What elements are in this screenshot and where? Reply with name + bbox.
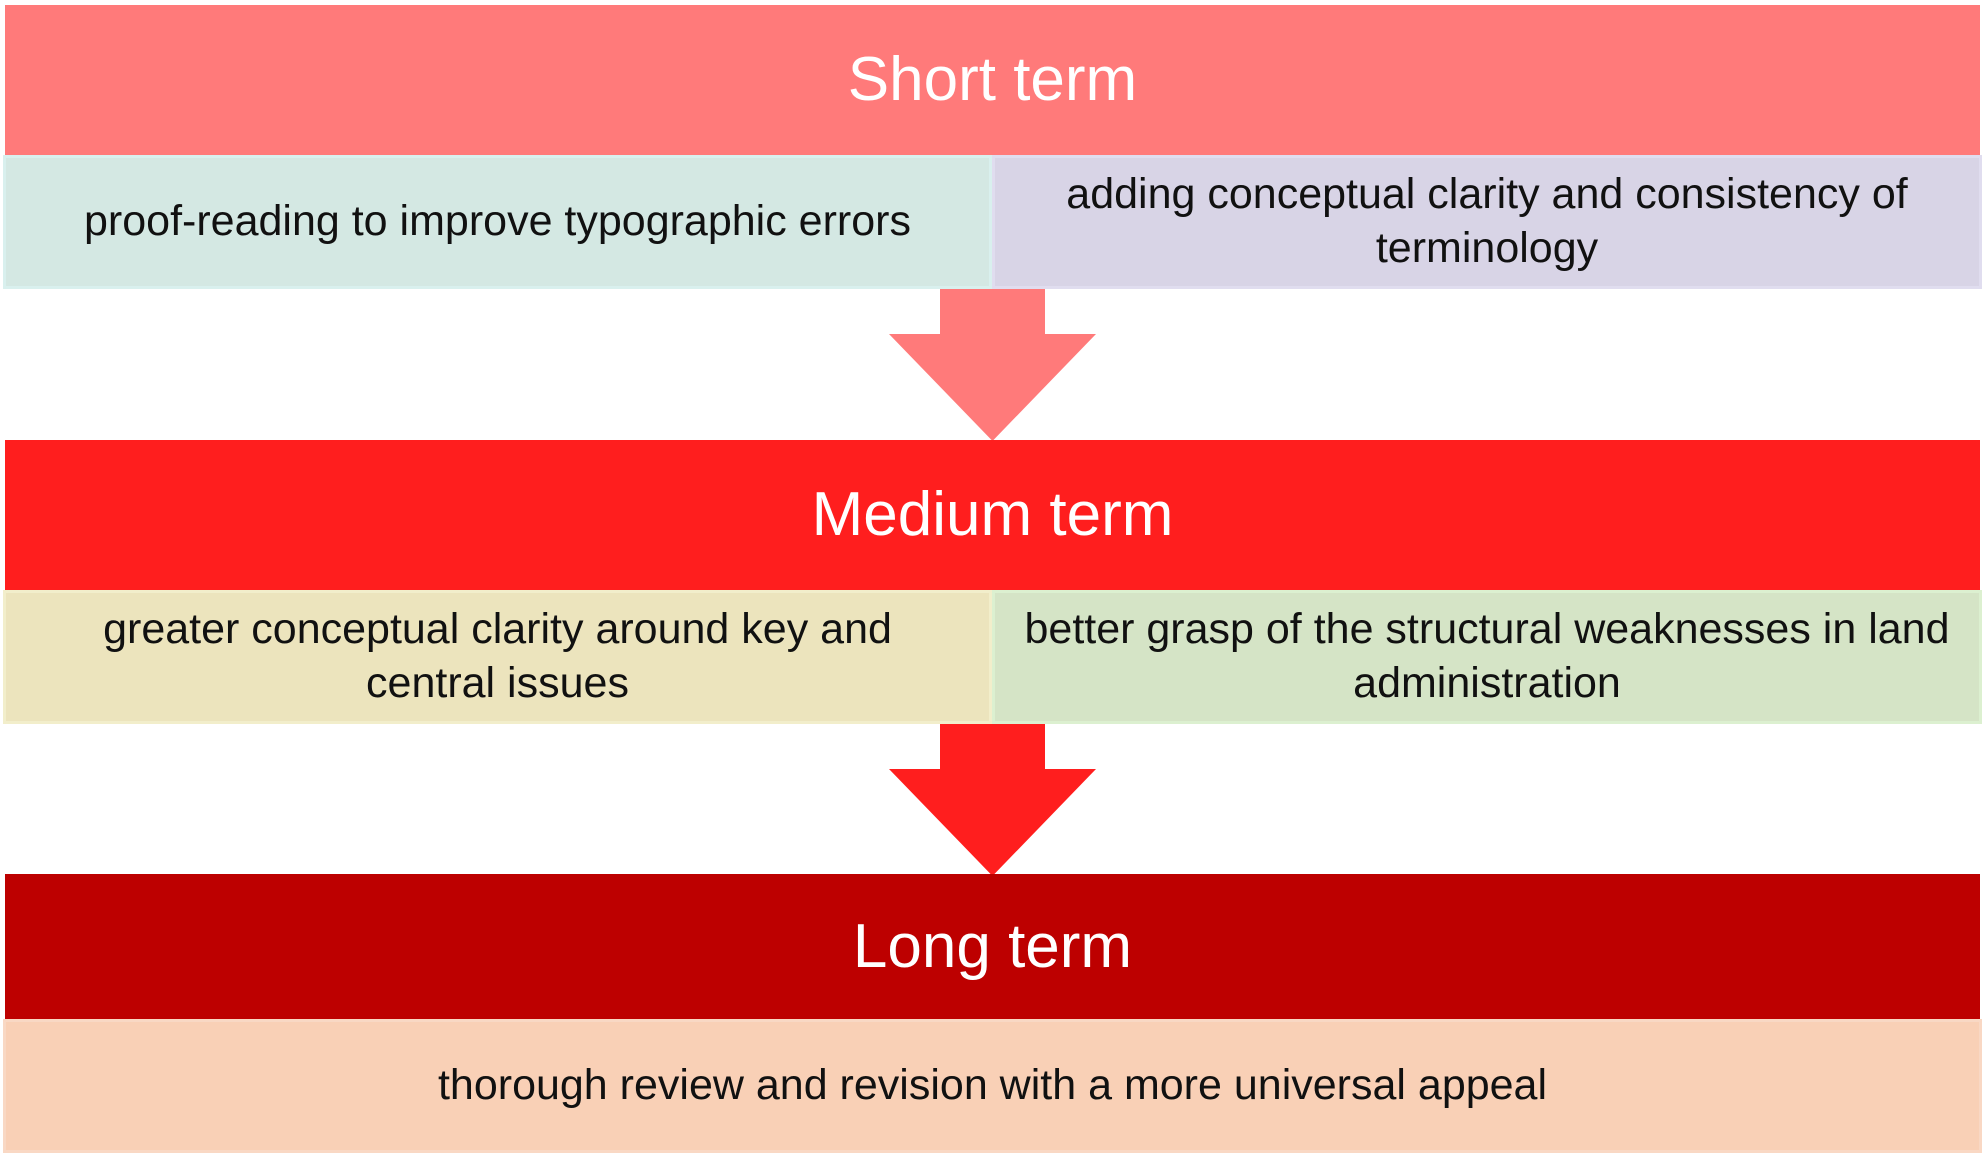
short-term-item-proofreading-text: proof-reading to improve typographic err… [84,197,911,246]
long-term-item-review: thorough review and revision with a more… [3,1019,1982,1153]
medium-term-title: Medium term [811,480,1174,549]
medium-term-header: Medium term [5,440,1980,590]
long-term-header: Long term [5,874,1980,1019]
long-term-title: Long term [852,911,1133,981]
short-term-header: Short term [5,5,1980,155]
short-term-item-clarity-text: adding conceptual clarity and consistenc… [1066,170,1908,272]
short-term-item-proofreading: proof-reading to improve typographic err… [3,155,992,289]
short-term-item-clarity: adding conceptual clarity and consistenc… [992,155,1982,289]
medium-term-item-clarity-text: greater conceptual clarity around key an… [103,605,892,707]
down-arrow-2 [889,724,1096,876]
down-arrow-1-shape [889,289,1096,441]
medium-term-item-clarity: greater conceptual clarity around key an… [3,590,992,724]
down-arrow-1 [889,289,1096,441]
medium-term-item-structural-text: better grasp of the structural weaknesse… [1024,605,1950,707]
down-arrow-2-shape [889,724,1096,876]
medium-term-item-structural: better grasp of the structural weaknesse… [992,590,1982,724]
short-term-title: Short term [847,45,1138,114]
long-term-item-review-text: thorough review and revision with a more… [437,1061,1548,1110]
